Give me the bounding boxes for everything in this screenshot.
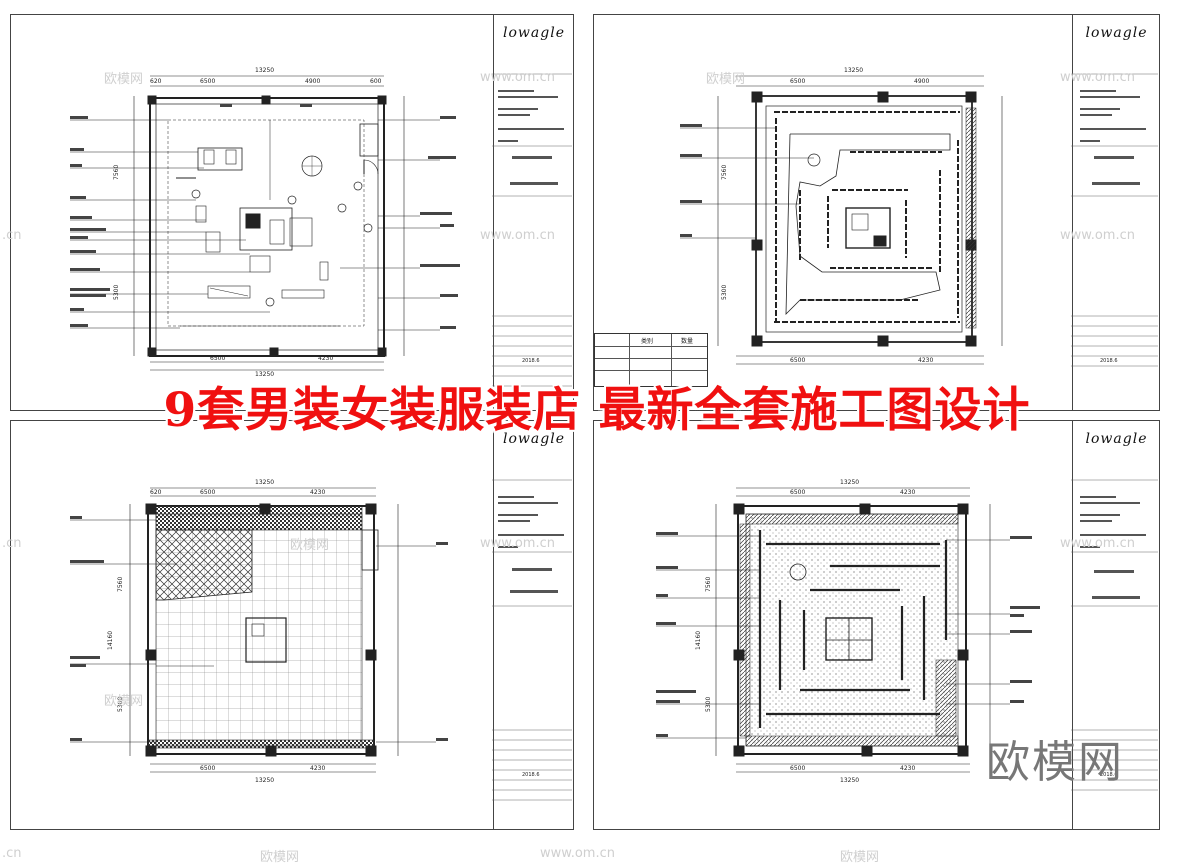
dim-seg-4900-tl: 4900 bbox=[305, 78, 320, 85]
dim-seg-6500-tl: 6500 bbox=[200, 78, 215, 85]
dim-7560-br: 7560 bbox=[705, 577, 712, 592]
dim-seg-4230-br: 4230 bbox=[900, 489, 915, 496]
dim-5300-bl: 5300 bbox=[117, 697, 124, 712]
dim-seg-6500-br: 6500 bbox=[790, 489, 805, 496]
dim-seg-6500-tr: 6500 bbox=[790, 78, 805, 85]
watermark-cn-short: .cn bbox=[2, 536, 22, 551]
title-block-dates: 2018.6 2018.6 2018.6 2018.6 bbox=[522, 358, 1118, 778]
watermark-url: www.om.cn bbox=[540, 846, 615, 861]
watermark-url: www.om.cn bbox=[1060, 536, 1135, 551]
legend-table: 类别 数量 bbox=[594, 333, 708, 387]
dim-total-tl-bottom: 13250 bbox=[255, 371, 274, 378]
dim-seg-4230-bl-b: 4230 bbox=[310, 765, 325, 772]
watermark-cn: 欧模网 bbox=[260, 850, 300, 865]
dim-seg-600-tl: 600 bbox=[370, 78, 382, 85]
dim-seg-4230-tr-b: 4230 bbox=[918, 357, 933, 364]
watermark-url: www.om.cn bbox=[1060, 228, 1135, 243]
dim-total-tl: 13250 bbox=[255, 67, 274, 74]
dim-seg-620-bl: 620 bbox=[150, 489, 162, 496]
legend-header-type: 类别 bbox=[641, 338, 654, 345]
watermark-cn: 欧模网 bbox=[104, 72, 144, 87]
dim-7560-bl: 7560 bbox=[117, 577, 124, 592]
watermark-cn-short: .cn bbox=[2, 846, 22, 861]
lighting-plan bbox=[656, 487, 1040, 773]
watermark-cn: 欧模网 bbox=[104, 694, 144, 709]
dim-seg-4230-bl: 4230 bbox=[310, 489, 325, 496]
date-br: 2018.6 bbox=[1100, 772, 1118, 778]
dim-14160-bl: 14160 bbox=[107, 631, 114, 650]
dim-seg-4230-br-b: 4230 bbox=[900, 765, 915, 772]
legend-header-qty: 数量 bbox=[681, 338, 694, 345]
dim-14160-br: 14160 bbox=[695, 631, 702, 650]
brand-logo: lowagle bbox=[503, 431, 565, 447]
title-block-notes bbox=[498, 90, 1146, 599]
watermark-cn-short: .cn bbox=[2, 228, 22, 243]
dim-7560-tl: 7560 bbox=[113, 165, 120, 180]
watermark-url: www.om.cn bbox=[480, 228, 555, 243]
watermark-url: www.om.cn bbox=[480, 70, 555, 85]
watermark-url: www.om.cn bbox=[1060, 70, 1135, 85]
date-tl: 2018.6 bbox=[522, 358, 540, 364]
dim-seg-620-tl: 620 bbox=[150, 78, 162, 85]
dim-total-bl: 13250 bbox=[255, 479, 274, 486]
floor-finish-plan bbox=[70, 487, 448, 773]
dim-seg-6500-br-b: 6500 bbox=[790, 765, 805, 772]
dim-total-br-b: 13250 bbox=[840, 777, 859, 784]
brand-logo: lowagle bbox=[1085, 431, 1148, 447]
dim-seg-4900-tr: 4900 bbox=[914, 78, 929, 85]
dim-seg-6500-bl: 6500 bbox=[200, 489, 215, 496]
title-block: lowagle bbox=[1072, 15, 1160, 410]
title-block: lowagle bbox=[493, 421, 574, 829]
watermark-cn: 欧模网 bbox=[840, 850, 880, 865]
dim-total-tr: 13250 bbox=[844, 67, 863, 74]
title-block-rows bbox=[492, 73, 1158, 801]
brand-logo: lowagle bbox=[503, 25, 565, 41]
sheet-top-right: lowagle bbox=[593, 14, 1160, 411]
dim-seg-4230-tl-b: 4230 bbox=[318, 355, 333, 362]
ceiling-plan bbox=[680, 75, 1003, 365]
watermark-cn: 欧模网 bbox=[706, 72, 746, 87]
dim-total-br: 13250 bbox=[840, 479, 859, 486]
floor-plan bbox=[70, 75, 460, 371]
dim-seg-6500-tr-b: 6500 bbox=[790, 357, 805, 364]
brand-logo: lowagle bbox=[1085, 25, 1148, 41]
headline-banner: 9套男装女装服装店 最新全套施工图设计 bbox=[163, 383, 1031, 438]
dim-5300-tr: 5300 bbox=[721, 285, 728, 300]
dim-seg-6500-bl-b: 6500 bbox=[200, 765, 215, 772]
date-tr: 2018.6 bbox=[1100, 358, 1118, 364]
title-block: lowagle bbox=[1072, 421, 1160, 829]
watermark-cn: 欧模网 bbox=[290, 538, 330, 553]
brand-watermark: 欧模网 bbox=[986, 737, 1124, 788]
dim-7560-tr: 7560 bbox=[721, 165, 728, 180]
dim-5300-br: 5300 bbox=[705, 697, 712, 712]
dim-seg-6500-tl-b: 6500 bbox=[210, 355, 225, 362]
watermark-url: www.om.cn bbox=[480, 536, 555, 551]
dim-5300-tl: 5300 bbox=[113, 285, 120, 300]
title-block: lowagle bbox=[493, 15, 574, 410]
dim-total-bl-b: 13250 bbox=[255, 777, 274, 784]
date-bl: 2018.6 bbox=[522, 772, 540, 778]
dimension-labels: 13250 6500 4900 620 600 13250 6500 4230 … bbox=[107, 67, 933, 784]
